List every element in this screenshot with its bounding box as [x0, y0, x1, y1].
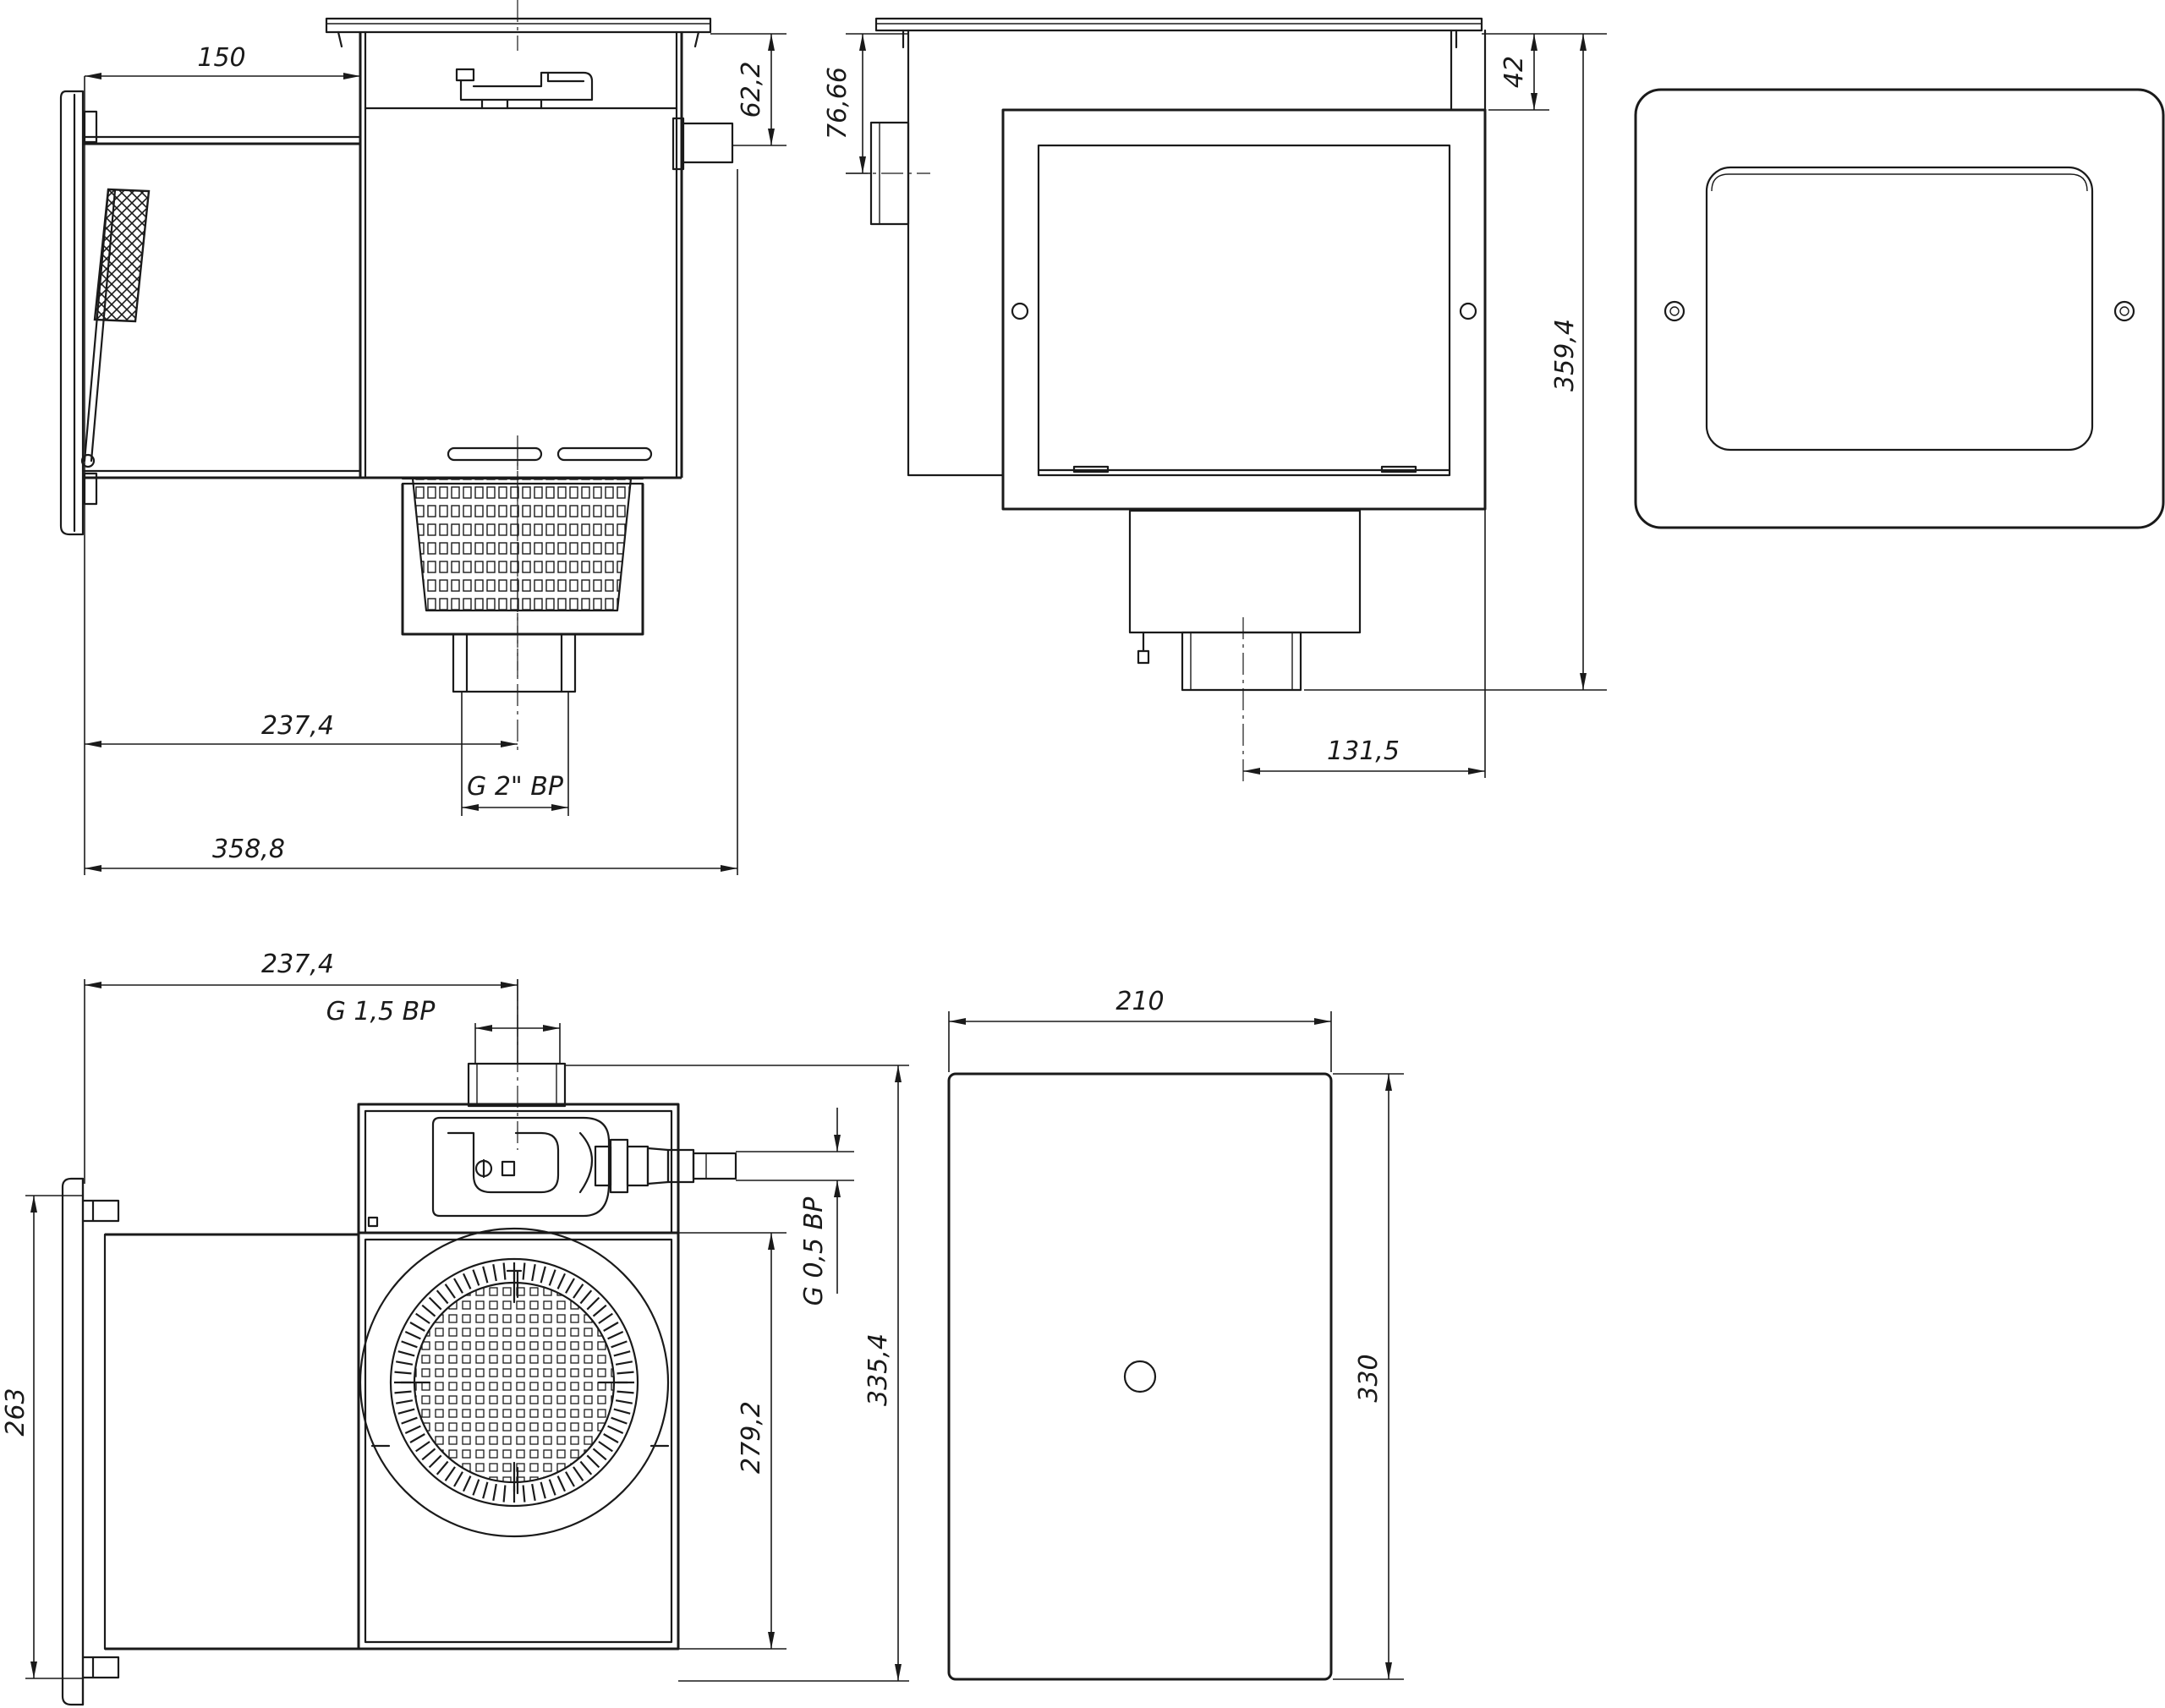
dim-359-4: 359,4	[1550, 319, 1580, 391]
dim-62-2: 62,2	[737, 62, 766, 118]
dim-76-66: 76,66	[823, 67, 852, 140]
dim-g2-thread: G 2" ВР	[467, 772, 564, 802]
dim-263: 263	[1, 1388, 30, 1436]
front-view: 76,66 42 359,4 131,5	[823, 17, 1607, 786]
dim-210: 210	[1115, 987, 1164, 1016]
lid-view: 210 330	[947, 987, 1404, 1681]
dim-279-2: 279,2	[737, 1401, 766, 1474]
dim-150: 150	[197, 43, 245, 73]
dim-g0-5-thread: G 0,5 ВР	[799, 1196, 829, 1306]
side-section-view: 150 62,2 237,4 G 2" ВР 358,8	[59, 0, 787, 875]
faceplate-view	[1634, 88, 2165, 529]
dim-330: 330	[1354, 1354, 1384, 1402]
dim-358-8: 358,8	[212, 835, 285, 864]
dim-131-5: 131,5	[1327, 736, 1400, 766]
dim-335-4: 335,4	[863, 1333, 893, 1406]
plan-view: 237,4 G 1,5 ВР G 0,5 ВР 263 279,2 335,4	[1, 950, 909, 1706]
dim-237-4-plan: 237,4	[261, 950, 334, 979]
dim-42: 42	[1499, 56, 1529, 88]
dim-237-4-side: 237,4	[261, 711, 334, 741]
basket-radial-slots	[394, 1262, 634, 1503]
dim-g1-5-thread: G 1,5 ВР	[326, 997, 436, 1026]
